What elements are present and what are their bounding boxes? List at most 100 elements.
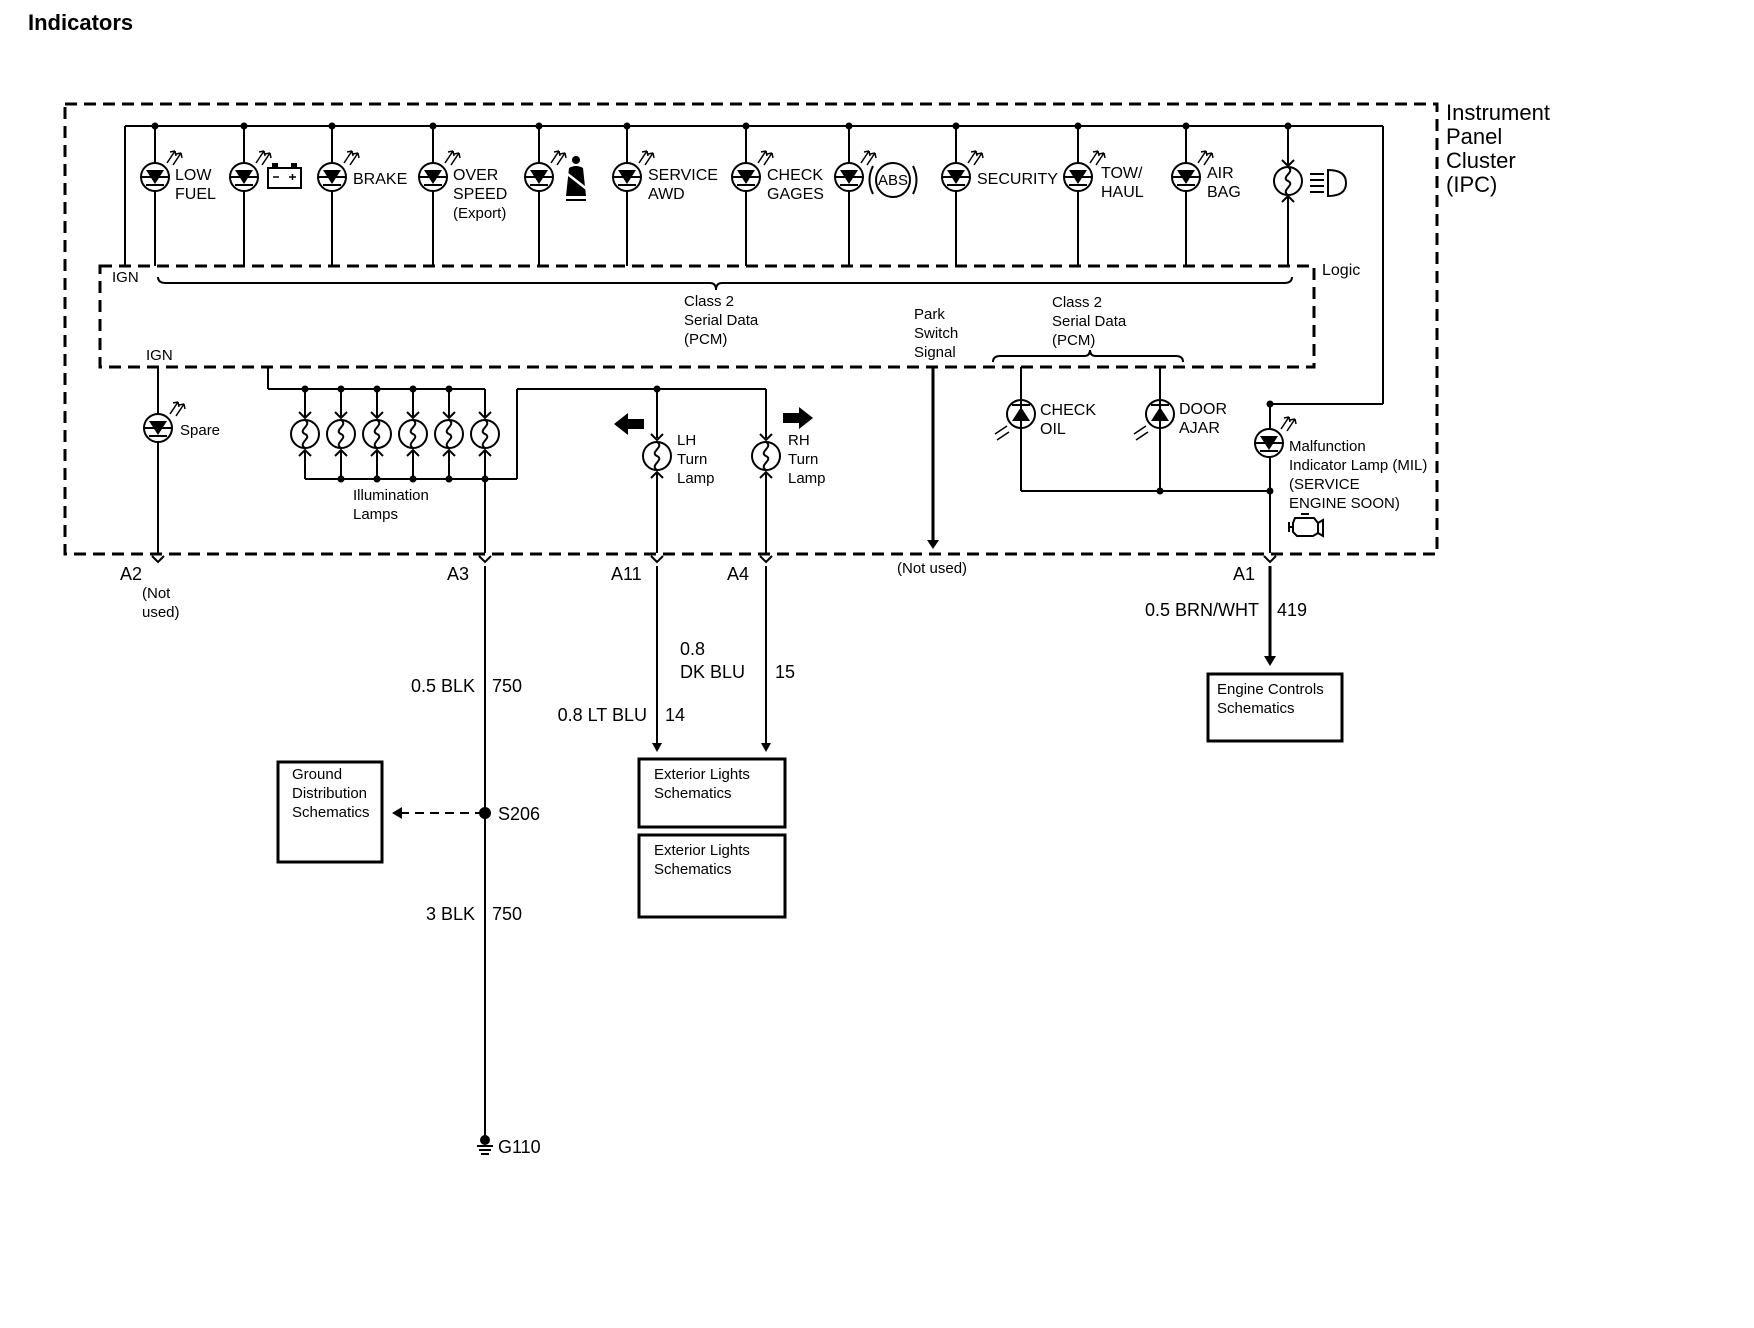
bulb-icon [326, 419, 356, 449]
ign-label-low: IGN [146, 347, 173, 364]
wire-a3-lower-color: 3 BLK [426, 904, 475, 924]
svg-text:FUEL: FUEL [175, 186, 216, 203]
svg-text:BRAKE: BRAKE [353, 171, 407, 188]
svg-text:Exterior Lights: Exterior Lights [654, 842, 750, 859]
svg-text:AJAR: AJAR [1179, 420, 1220, 437]
svg-text:AWD: AWD [648, 186, 685, 203]
connector-a2: A2 [120, 564, 142, 584]
bulb-icon [362, 419, 392, 449]
ipc-boundary [63, 102, 1439, 556]
svg-text:Ground: Ground [292, 766, 342, 783]
bulb-icon [398, 419, 428, 449]
svg-text:Malfunction: Malfunction [1289, 438, 1366, 455]
svg-text:RH: RH [788, 432, 810, 449]
svg-text:Lamp: Lamp [677, 470, 715, 487]
ground-label: G110 [498, 1137, 541, 1157]
svg-text:Class 2: Class 2 [684, 293, 734, 310]
bulb-icon [290, 419, 320, 449]
engine-controls-box[interactable]: Engine Controls Schematics [1206, 672, 1344, 743]
wire-a11-circuit: 14 [665, 705, 685, 725]
bulb-icon [470, 419, 500, 449]
svg-text:Turn: Turn [677, 451, 707, 468]
indicator-tow-haul: TOW/ HAUL [1063, 122, 1144, 266]
ground-symbol [477, 1135, 493, 1155]
svg-text:BAG: BAG [1207, 184, 1241, 201]
wire-a4-circuit: 15 [775, 662, 795, 682]
connector-a3: A3 [447, 564, 469, 584]
serial-data-right-label: Class 2 Serial Data (PCM) [1052, 294, 1127, 349]
door-ajar-led-icon [1133, 399, 1175, 441]
logic-label: Logic [1322, 262, 1360, 279]
svg-text:Turn: Turn [788, 451, 818, 468]
svg-text:Serial Data: Serial Data [1052, 313, 1127, 330]
left-arrow-icon [614, 413, 644, 435]
svg-text:ENGINE SOON): ENGINE SOON) [1289, 495, 1400, 512]
park-arrow [927, 540, 939, 549]
indicator-abs: ABS [834, 122, 918, 266]
svg-text:CHECK: CHECK [767, 167, 823, 184]
wire-a4-color-line1: 0.8 [680, 639, 705, 659]
svg-text:Illumination: Illumination [353, 487, 429, 504]
high-beam-icon [1310, 168, 1348, 198]
splice-label: S206 [498, 804, 540, 824]
illumination-lamps: Illumination Lamps [267, 367, 766, 523]
mil-lamp: Malfunction Indicator Lamp (MIL) (SERVIC… [1254, 400, 1427, 553]
park-not-used: (Not used) [897, 560, 967, 577]
indicator-low-fuel: LOW FUEL [140, 122, 216, 266]
wire-a11-color: 0.8 LT BLU [558, 705, 647, 725]
svg-text:Engine Controls: Engine Controls [1217, 681, 1324, 698]
serial-data-label: Class 2 Serial Data (PCM) [684, 293, 759, 348]
wire-a3-upper-color: 0.5 BLK [411, 676, 475, 696]
spare-label: Spare [180, 422, 220, 439]
svg-text:Signal: Signal [914, 344, 956, 361]
indicator-service-awd: SERVICE AWD [612, 122, 718, 266]
bulb-icon [642, 441, 672, 471]
ground-distribution-box[interactable]: Ground Distribution Schematics [276, 760, 384, 864]
svg-text:Cluster: Cluster [1446, 148, 1516, 173]
indicator-seatbelt [524, 122, 589, 266]
svg-text:SPEED: SPEED [453, 186, 507, 203]
bulb-icon [1273, 166, 1303, 196]
svg-text:Class 2: Class 2 [1052, 294, 1102, 311]
svg-text:(PCM): (PCM) [684, 331, 727, 348]
serial-data-brace [157, 276, 1293, 291]
bulb-icon [434, 419, 464, 449]
svg-text:used): used) [142, 604, 180, 621]
svg-text:TOW/: TOW/ [1101, 165, 1143, 182]
svg-text:ABS: ABS [878, 172, 908, 189]
svg-text:Serial Data: Serial Data [684, 312, 759, 329]
svg-text:Panel: Panel [1446, 124, 1502, 149]
connector-a1: A1 [1233, 564, 1255, 584]
indicator-air-bag: AIR BAG [1171, 122, 1241, 266]
splice-s206 [479, 807, 491, 819]
svg-text:SECURITY: SECURITY [977, 171, 1058, 188]
svg-text:HAUL: HAUL [1101, 184, 1144, 201]
svg-text:(Not: (Not [142, 585, 171, 602]
svg-text:Exterior Lights: Exterior Lights [654, 766, 750, 783]
exterior-lights-box-2[interactable]: Exterior Lights Schematics [637, 833, 787, 919]
exterior-lights-box-1[interactable]: Exterior Lights Schematics [637, 757, 787, 829]
svg-text:Switch: Switch [914, 325, 958, 342]
svg-text:(Export): (Export) [453, 205, 506, 222]
indicator-row: LOW FUEL BRAKE OVER SPEED (Export) [140, 122, 1348, 266]
wire-a4-color-line2: DK BLU [680, 662, 745, 682]
indicator-brake: BRAKE [317, 122, 407, 266]
led-icon [229, 150, 272, 192]
svg-text:DOOR: DOOR [1179, 401, 1227, 418]
svg-text:Schematics: Schematics [654, 861, 732, 878]
battery-icon [267, 163, 302, 189]
svg-text:Schematics: Schematics [292, 804, 370, 821]
abs-icon: ABS [868, 162, 918, 198]
ign-label-top: IGN [112, 269, 139, 286]
check-oil-led-icon [994, 399, 1036, 441]
wire-a3-lower-circuit: 750 [492, 904, 522, 924]
svg-text:Schematics: Schematics [654, 785, 732, 802]
park-switch-label: Park Switch Signal [914, 306, 958, 361]
svg-text:SERVICE: SERVICE [648, 167, 718, 184]
svg-text:OIL: OIL [1040, 421, 1066, 438]
svg-text:(SERVICE: (SERVICE [1289, 476, 1360, 493]
check-oil-door-ajar: CHECK OIL DOOR AJAR [994, 367, 1270, 495]
svg-text:LOW: LOW [175, 167, 212, 184]
svg-text:Schematics: Schematics [1217, 700, 1295, 717]
